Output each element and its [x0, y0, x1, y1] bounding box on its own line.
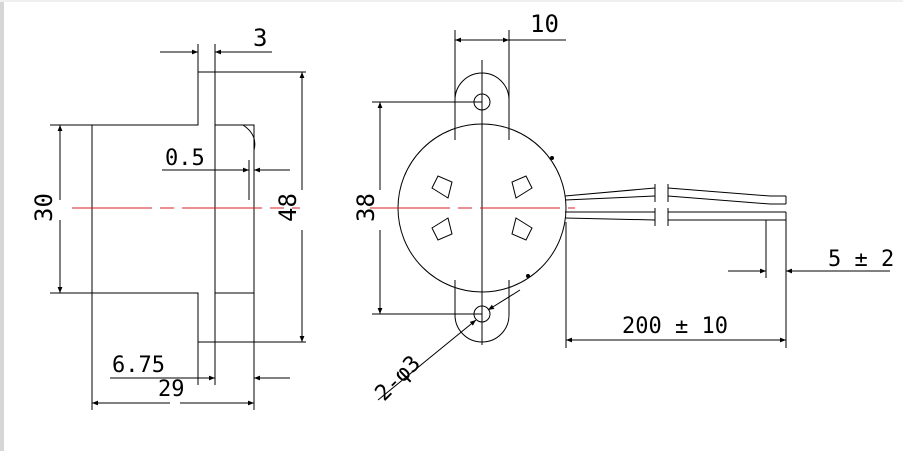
dim-tab-width-label: 10 [530, 10, 559, 38]
dim-holes-leader [377, 289, 521, 401]
dim-strip-label: 5 ± 2 [828, 247, 894, 272]
dim-gap-label: 0.5 [165, 146, 205, 171]
side-body-outline [91, 71, 255, 343]
window-top-border [0, 0, 903, 2]
sound-port-top-left [431, 175, 453, 199]
sound-port-top-right [511, 175, 533, 199]
sound-port-bottom-right [511, 217, 533, 241]
side-view [50, 44, 306, 410]
dim-face-offset-label: 6.75 [112, 353, 165, 378]
sound-port-bottom-left [431, 217, 453, 241]
window-left-border [0, 0, 4, 451]
dim-body-diameter-label: 30 [30, 193, 58, 222]
dim-holes-label: 2-φ3 [371, 351, 426, 406]
dim-lead-length-label: 200 ± 10 [622, 314, 728, 339]
dim-thickness-label: 3 [253, 24, 267, 52]
lead-wires [564, 187, 786, 221]
mounting-tab-outline [454, 72, 510, 343]
dim-depth-label: 29 [158, 377, 185, 402]
front-view [372, 30, 787, 348]
